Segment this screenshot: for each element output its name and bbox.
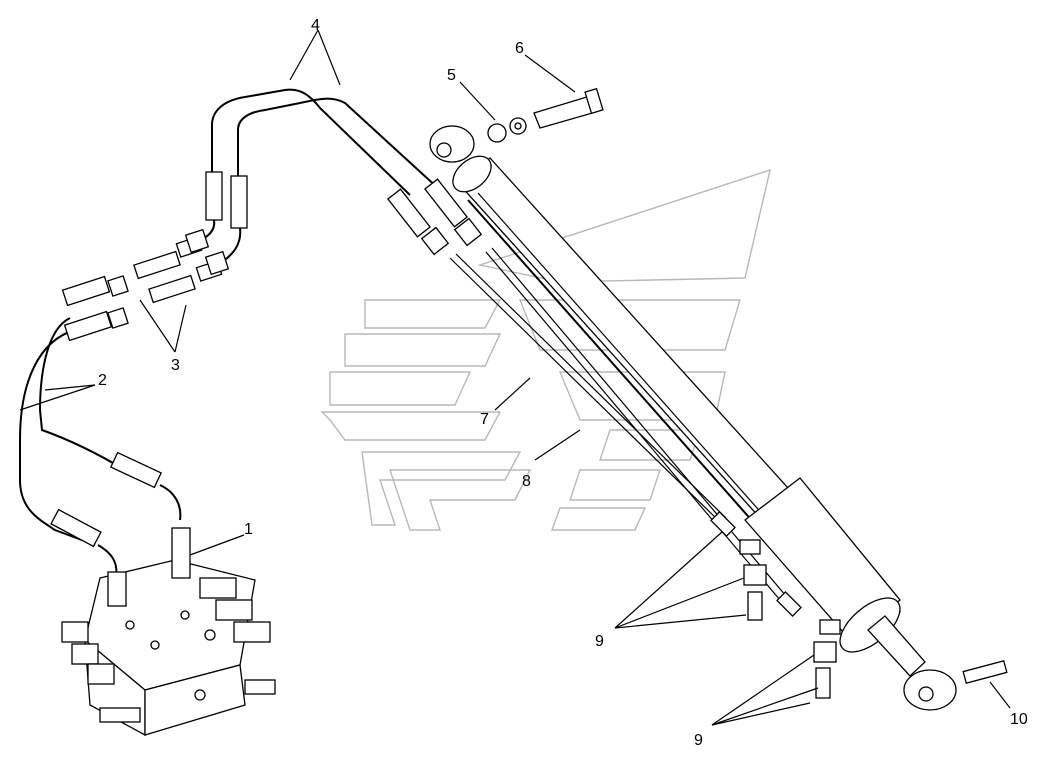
pin-6-head <box>584 87 604 115</box>
pin-assembly-5-6 <box>487 87 604 143</box>
callout-9-upper: 9 <box>595 633 604 650</box>
bushing-5 <box>487 123 507 143</box>
hose-crimp-sleeve <box>230 175 248 229</box>
pipe-fitting <box>710 511 736 537</box>
piston-rod <box>867 615 926 677</box>
valve-spool <box>215 599 253 621</box>
hose-nut <box>453 217 483 247</box>
cylinder-rear-eye-bore <box>436 142 452 158</box>
hose-pair-2 <box>19 275 182 581</box>
valve-fitting <box>171 527 191 579</box>
valve-end-fitting <box>99 707 141 723</box>
hydraulic-cylinder <box>429 125 957 711</box>
cylinder-head-cap <box>452 155 492 193</box>
hose-crimp-sleeve <box>61 275 111 307</box>
hose-crimp-sleeve <box>424 178 468 228</box>
callout-10: 10 <box>1010 711 1028 728</box>
hose-nut <box>204 250 230 276</box>
valve-end-fitting <box>244 679 276 695</box>
valve-spool <box>61 621 89 643</box>
callout-2: 2 <box>98 372 107 389</box>
rod-eye-bore <box>918 686 934 702</box>
pin-6 <box>533 95 597 129</box>
cylinder-rear-eye <box>429 125 475 163</box>
hose-crimp-sleeve <box>205 171 223 221</box>
callout-1: 1 <box>244 521 253 538</box>
valve-fitting <box>107 571 127 607</box>
valve-bolt-hole <box>150 640 160 650</box>
callout-9-lower: 9 <box>694 732 703 749</box>
adapter-fitting <box>148 274 196 304</box>
pipe-fitting <box>776 591 802 617</box>
valve-spool <box>71 643 99 665</box>
cylinder-port-boss <box>739 539 761 555</box>
valve-bolt-hole <box>204 629 216 641</box>
valve-side <box>144 664 246 736</box>
hose-crimp-sleeve <box>63 310 113 342</box>
pin-10 <box>962 659 1008 685</box>
callout-8: 8 <box>522 473 531 490</box>
valve-spool <box>87 663 115 685</box>
callout-3: 3 <box>171 357 180 374</box>
valve-spool <box>233 621 271 643</box>
valve-spool <box>199 577 237 599</box>
banjo-body <box>743 564 767 586</box>
callout-4: 4 <box>311 17 320 34</box>
hose-pair-4 <box>184 88 483 276</box>
hose-nut <box>107 307 129 329</box>
hose-nut <box>420 226 450 256</box>
cylinder-gland <box>744 477 901 641</box>
hose-crimp-sleeve <box>50 508 102 548</box>
banjo-body <box>813 641 837 663</box>
steel-pipes-7-8 <box>449 247 802 617</box>
banjo-fittings-9 <box>743 564 837 699</box>
cylinder-port-boss <box>819 619 841 635</box>
callout-6: 6 <box>515 40 524 57</box>
banjo-bolt <box>747 591 763 621</box>
banjo-bolt <box>815 667 831 699</box>
hose-crimp-sleeve <box>387 188 431 238</box>
valve-bolt-hole <box>194 689 206 701</box>
valve-bolt-hole <box>180 610 190 620</box>
callout-7: 7 <box>480 411 489 428</box>
callout-5: 5 <box>447 67 456 84</box>
hose-nut <box>107 275 129 297</box>
leader-lines <box>19 29 1011 726</box>
hose-nut <box>184 228 210 254</box>
valve-bolt-hole <box>125 620 135 630</box>
washer-bore <box>514 122 522 130</box>
adapter-fitting <box>133 250 181 280</box>
control-valve-block <box>61 527 276 737</box>
hose-crimp-sleeve <box>110 451 162 489</box>
